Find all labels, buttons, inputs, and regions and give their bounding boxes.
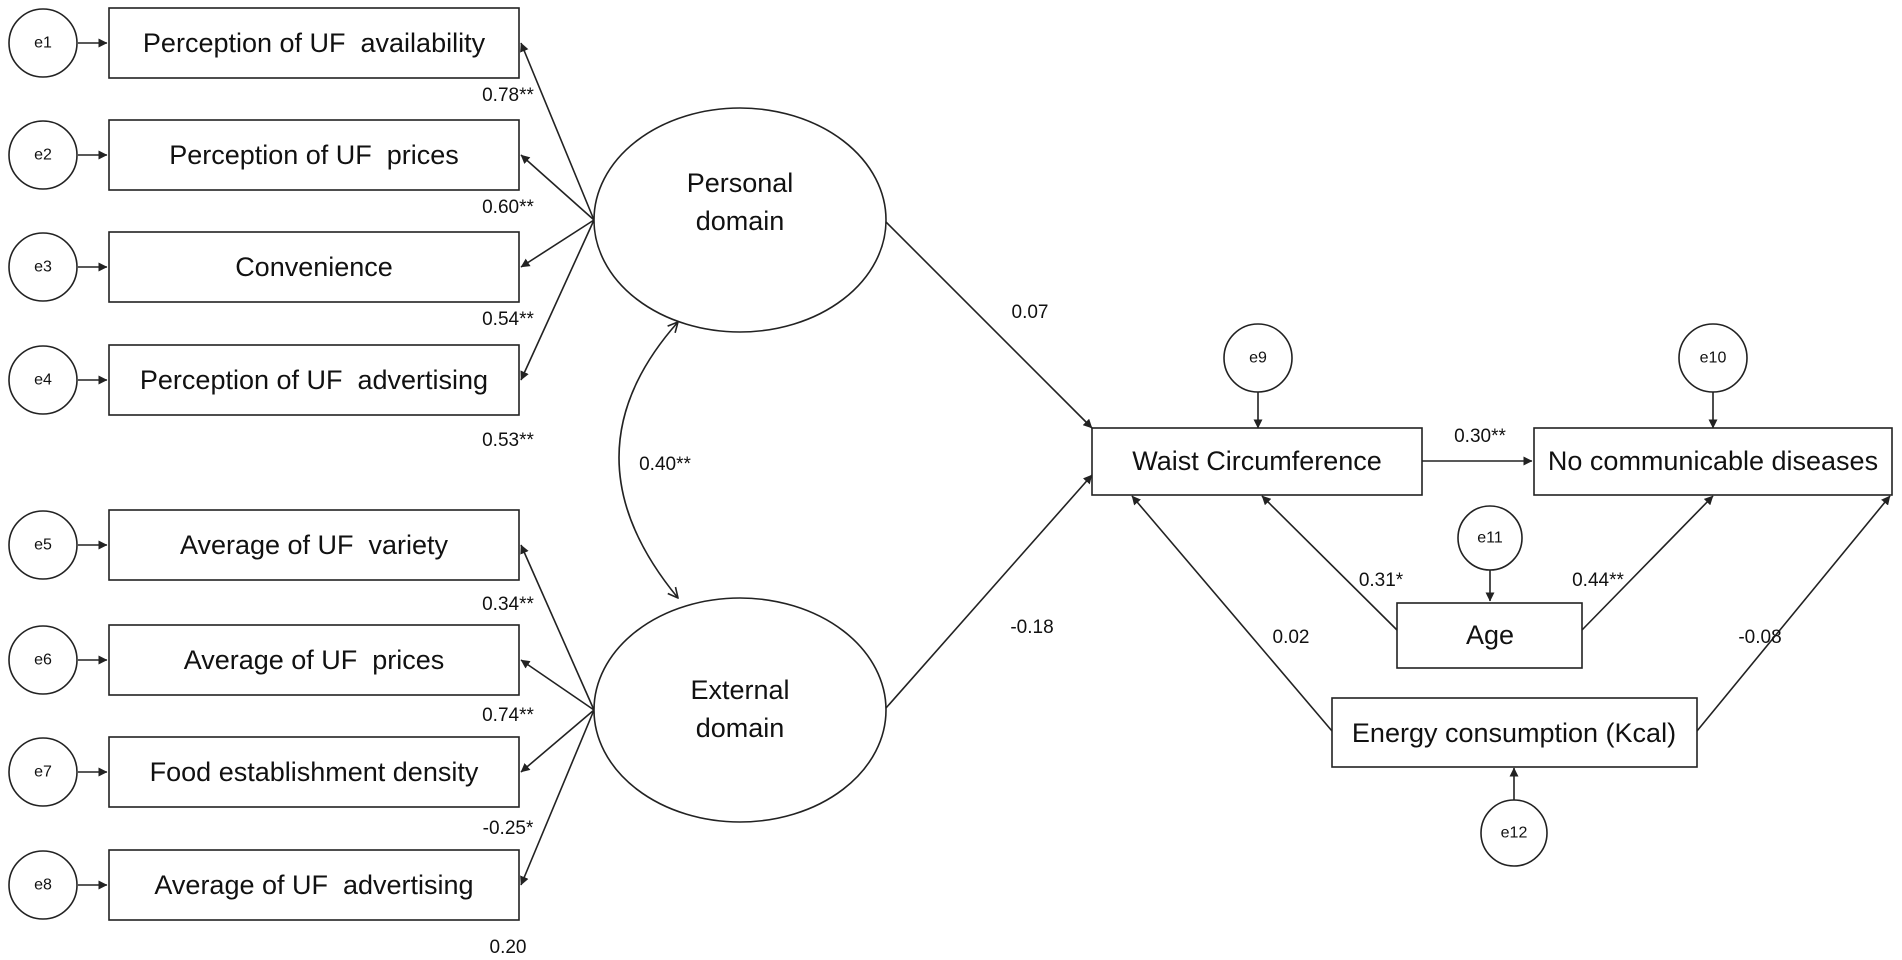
loading-coef-4: 0.53** <box>482 430 534 451</box>
error-node-e4: e4 <box>8 345 78 415</box>
error-label: e12 <box>1501 825 1528 842</box>
loading-coef-1: 0.78** <box>482 85 534 106</box>
energy-ncd-coef: -0.08 <box>1738 627 1781 648</box>
error-label: e2 <box>34 147 52 164</box>
path-age-ncd <box>1581 495 1714 631</box>
loading-arrow-i1 <box>520 42 595 221</box>
error-node-e6: e6 <box>8 625 78 695</box>
error-label: e5 <box>34 537 52 554</box>
error-node-e11: e11 <box>1457 505 1523 571</box>
indicator-box-5: Average of UF variety <box>108 509 520 581</box>
covariance-coef: 0.40** <box>639 454 691 475</box>
loading-coef-8: 0.20 <box>490 937 527 958</box>
error-label: e10 <box>1700 350 1727 367</box>
error-node-e5: e5 <box>8 510 78 580</box>
observed-no-communicable-diseases: No communicable diseases <box>1533 427 1893 496</box>
error-label: e4 <box>34 372 52 389</box>
observed-label: Waist Circumference <box>1132 446 1382 476</box>
error-label: e8 <box>34 877 52 894</box>
indicator-label: Food establishment density <box>150 757 479 787</box>
path-external-waist <box>885 474 1093 709</box>
loading-arrow-i7 <box>520 709 595 773</box>
path-age-waist <box>1261 495 1398 631</box>
indicator-label: Average of UF variety <box>180 530 449 560</box>
error-node-e7: e7 <box>8 737 78 807</box>
loading-arrow-i8 <box>520 709 595 886</box>
indicator-label: Average of UF advertising <box>154 870 473 900</box>
energy-waist-coef: 0.02 <box>1273 627 1310 648</box>
indicator-box-8: Average of UF advertising <box>108 849 520 921</box>
error-label: e3 <box>34 259 52 276</box>
latent-label-line1: External <box>690 675 789 705</box>
path-energy-waist <box>1131 495 1333 732</box>
indicator-label: Average of UF prices <box>184 645 445 675</box>
indicator-box-7: Food establishment density <box>108 736 520 808</box>
covariance-curve <box>618 322 678 598</box>
observed-label: Energy consumption (Kcal) <box>1352 718 1676 748</box>
observed-waist-circumference: Waist Circumference <box>1091 427 1423 496</box>
observed-label: No communicable diseases <box>1548 446 1878 476</box>
observed-age: Age <box>1396 602 1583 669</box>
observed-label: Age <box>1466 620 1514 650</box>
error-label: e9 <box>1249 350 1267 367</box>
loading-coef-5: 0.34** <box>482 594 534 615</box>
indicator-box-6: Average of UF prices <box>108 624 520 696</box>
error-node-e9: e9 <box>1223 323 1293 393</box>
loading-arrow-i6 <box>520 659 595 711</box>
error-label: e1 <box>34 35 52 52</box>
indicator-box-1: Perception of UF availability <box>108 7 520 79</box>
indicator-label: Convenience <box>235 252 393 282</box>
personal-waist-coef: 0.07 <box>1012 302 1049 323</box>
indicator-box-2: Perception of UF prices <box>108 119 520 191</box>
error-node-e12: e12 <box>1480 799 1548 867</box>
latent-label-line2: domain <box>696 206 785 236</box>
loading-coef-3: 0.54** <box>482 309 534 330</box>
error-label: e11 <box>1477 530 1503 547</box>
latent-external-domain: External domain <box>593 597 887 823</box>
waist-ncd-coef: 0.30** <box>1454 426 1506 447</box>
loading-arrow-i4 <box>520 219 595 381</box>
indicator-label: Perception of UF availability <box>143 28 486 58</box>
loading-coef-7: -0.25* <box>483 818 534 839</box>
loading-arrow-i3 <box>520 219 595 268</box>
error-node-e3: e3 <box>8 232 78 302</box>
error-node-e2: e2 <box>8 120 78 190</box>
path-personal-waist <box>885 221 1093 429</box>
loading-coef-2: 0.60** <box>482 197 534 218</box>
loading-arrow-i5 <box>520 544 595 711</box>
error-node-e10: e10 <box>1678 323 1748 393</box>
external-waist-coef: -0.18 <box>1010 617 1053 638</box>
latent-label-line1: Personal <box>687 168 794 198</box>
path-energy-ncd <box>1696 495 1891 732</box>
error-label: e6 <box>34 652 52 669</box>
observed-energy-consumption: Energy consumption (Kcal) <box>1331 697 1698 768</box>
indicator-label: Perception of UF prices <box>169 140 459 170</box>
loading-coef-6: 0.74** <box>482 705 534 726</box>
indicator-box-4: Perception of UF advertising <box>108 344 520 416</box>
age-waist-coef: 0.31* <box>1359 570 1404 591</box>
error-node-e8: e8 <box>8 850 78 920</box>
error-node-e1: e1 <box>8 8 78 78</box>
age-ncd-coef: 0.44** <box>1572 570 1624 591</box>
latent-personal-domain: Personal domain <box>593 107 887 333</box>
error-label: e7 <box>34 764 52 781</box>
latent-label-line2: domain <box>696 713 785 743</box>
indicator-label: Perception of UF advertising <box>140 365 488 395</box>
indicator-box-3: Convenience <box>108 231 520 303</box>
loading-arrow-i2 <box>520 154 595 221</box>
